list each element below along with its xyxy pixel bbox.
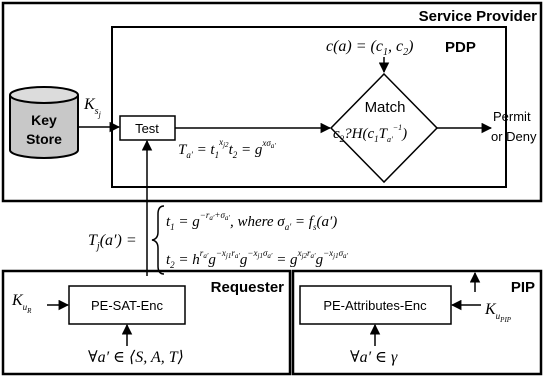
pip-key-label: KuPIP: [484, 301, 512, 324]
ca-equation: c(a) = (c1, c2): [326, 38, 413, 58]
test-label: Test: [135, 121, 159, 136]
outcome-deny: or Deny: [491, 129, 537, 144]
pe-sat-enc-label: PE-SAT-Enc: [91, 298, 164, 313]
ta-equation: Ta′ = t1xj2t2 = gxσa′: [178, 137, 276, 160]
pip-box: [291, 269, 543, 376]
tj-row1: t1 = g−ra′+σa′, where σa′ = fs(a′): [166, 210, 337, 232]
requester-forall: ∀a′ ∈ ⟨S, A, T⟩: [88, 349, 184, 366]
requester-box: [1, 269, 292, 376]
key-store-label-1: Key: [31, 112, 57, 128]
pdp-label: PDP: [445, 39, 476, 56]
requester-title: Requester: [211, 279, 285, 296]
pe-attributes-enc-label: PE-Attributes-Enc: [323, 298, 427, 313]
pip-title: PIP: [511, 279, 535, 296]
tj-brace: [151, 205, 165, 275]
match-label: Match: [365, 99, 406, 116]
outcome-permit: Permit: [493, 109, 531, 124]
pe-sat-enc-box: [68, 285, 186, 325]
ks-label: Ksj: [83, 96, 102, 119]
service-provider-title: Service Provider: [419, 8, 538, 25]
match-condition: c2?H(c1Ta′−1): [333, 123, 407, 144]
pip-forall: ∀a′ ∈ γ: [350, 349, 398, 366]
service-provider-box: [1, 1, 543, 203]
pdp-box: [111, 26, 507, 188]
key-store-cylinder: [9, 86, 79, 159]
match-diamond: [329, 72, 439, 184]
tj-row2: t2 = hra′g−xj1ra′g−xj1σa′ = gxj2ra′g−xj1…: [166, 248, 349, 270]
requester-key-label: KuR: [11, 292, 32, 315]
tj-lhs: Tj(a′) =: [88, 232, 137, 252]
key-store-label-2: Store: [26, 131, 62, 147]
